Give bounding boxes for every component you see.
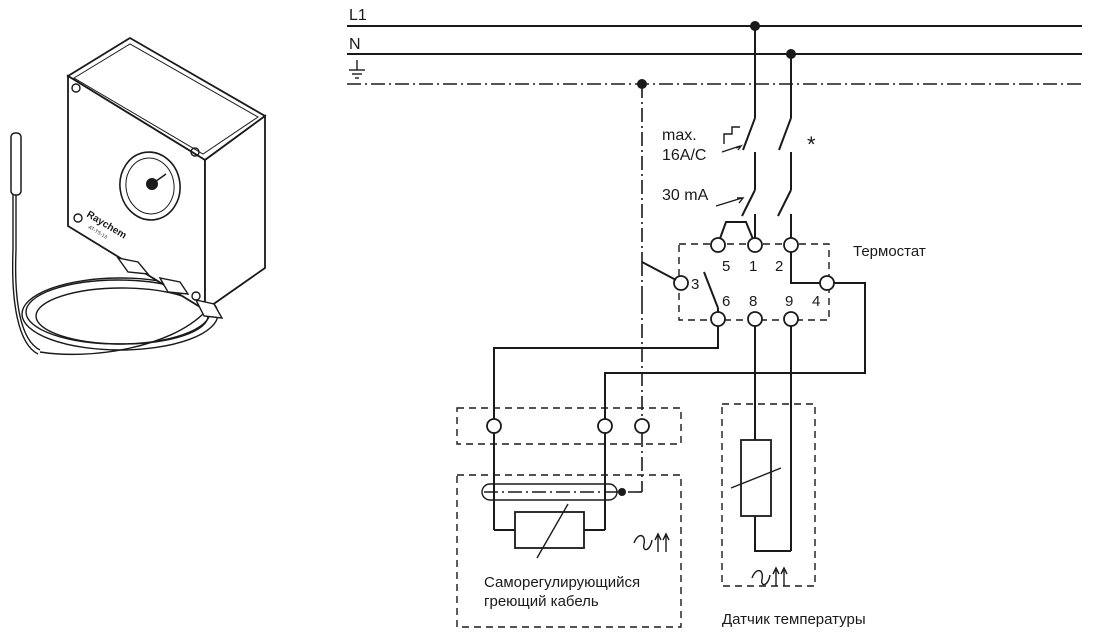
terminal-label-6: 6 [722,293,730,310]
heating-cable-junction [456,407,682,445]
thermostat-block: 5 1 2 3 6 8 9 4 [673,221,835,327]
line-n-label: N [349,36,361,53]
thermostat-device-illustration: Raychem AT-TS-13 [10,36,267,356]
terminal-6 [710,311,726,327]
earth-symbol-icon [349,60,365,79]
sensor-label: Датчик температуры [722,611,866,628]
breaker-rating-line1: max. [662,127,697,144]
junction-terminal-mid [597,418,613,434]
wiring [493,84,866,551]
heating-cable-label-line1: Саморегулирующийся [484,574,640,591]
junction-terminal-earth [634,418,650,434]
rcd-switch [715,172,792,241]
supply-lines: L1 N [347,7,1082,85]
terminal-8 [747,311,763,327]
terminal-5 [710,237,726,253]
heating-cable [456,433,682,628]
rcd-rating-label: 30 mA [662,187,709,204]
terminal-4 [819,275,835,291]
breaker-rating-line2: 16A/C [662,147,706,164]
note-asterisk: * [807,132,816,157]
junction-terminal-left [486,418,502,434]
sensor-ptc-symbol-icon [751,566,788,586]
terminal-2 [783,237,799,253]
temperature-sensor [721,403,816,587]
circuit-breaker [721,26,792,172]
sensor-probe [10,132,41,355]
heating-cable-label-line2: греющий кабель [484,593,599,610]
terminal-label-2: 2 [775,258,783,275]
terminal-label-5: 5 [722,258,730,275]
terminal-3 [673,275,689,291]
housing-box: Raychem AT-TS-13 [66,36,267,319]
terminal-label-1: 1 [749,258,757,275]
ptc-symbol-icon [633,532,670,552]
terminal-label-9: 9 [785,293,793,310]
terminal-1 [747,237,763,253]
terminal-9 [783,311,799,327]
terminal-label-4: 4 [812,293,820,310]
terminal-label-3: 3 [691,276,699,293]
terminal-label-8: 8 [749,293,757,310]
line-l1-label: L1 [349,7,367,24]
thermostat-title: Термостат [853,243,926,260]
